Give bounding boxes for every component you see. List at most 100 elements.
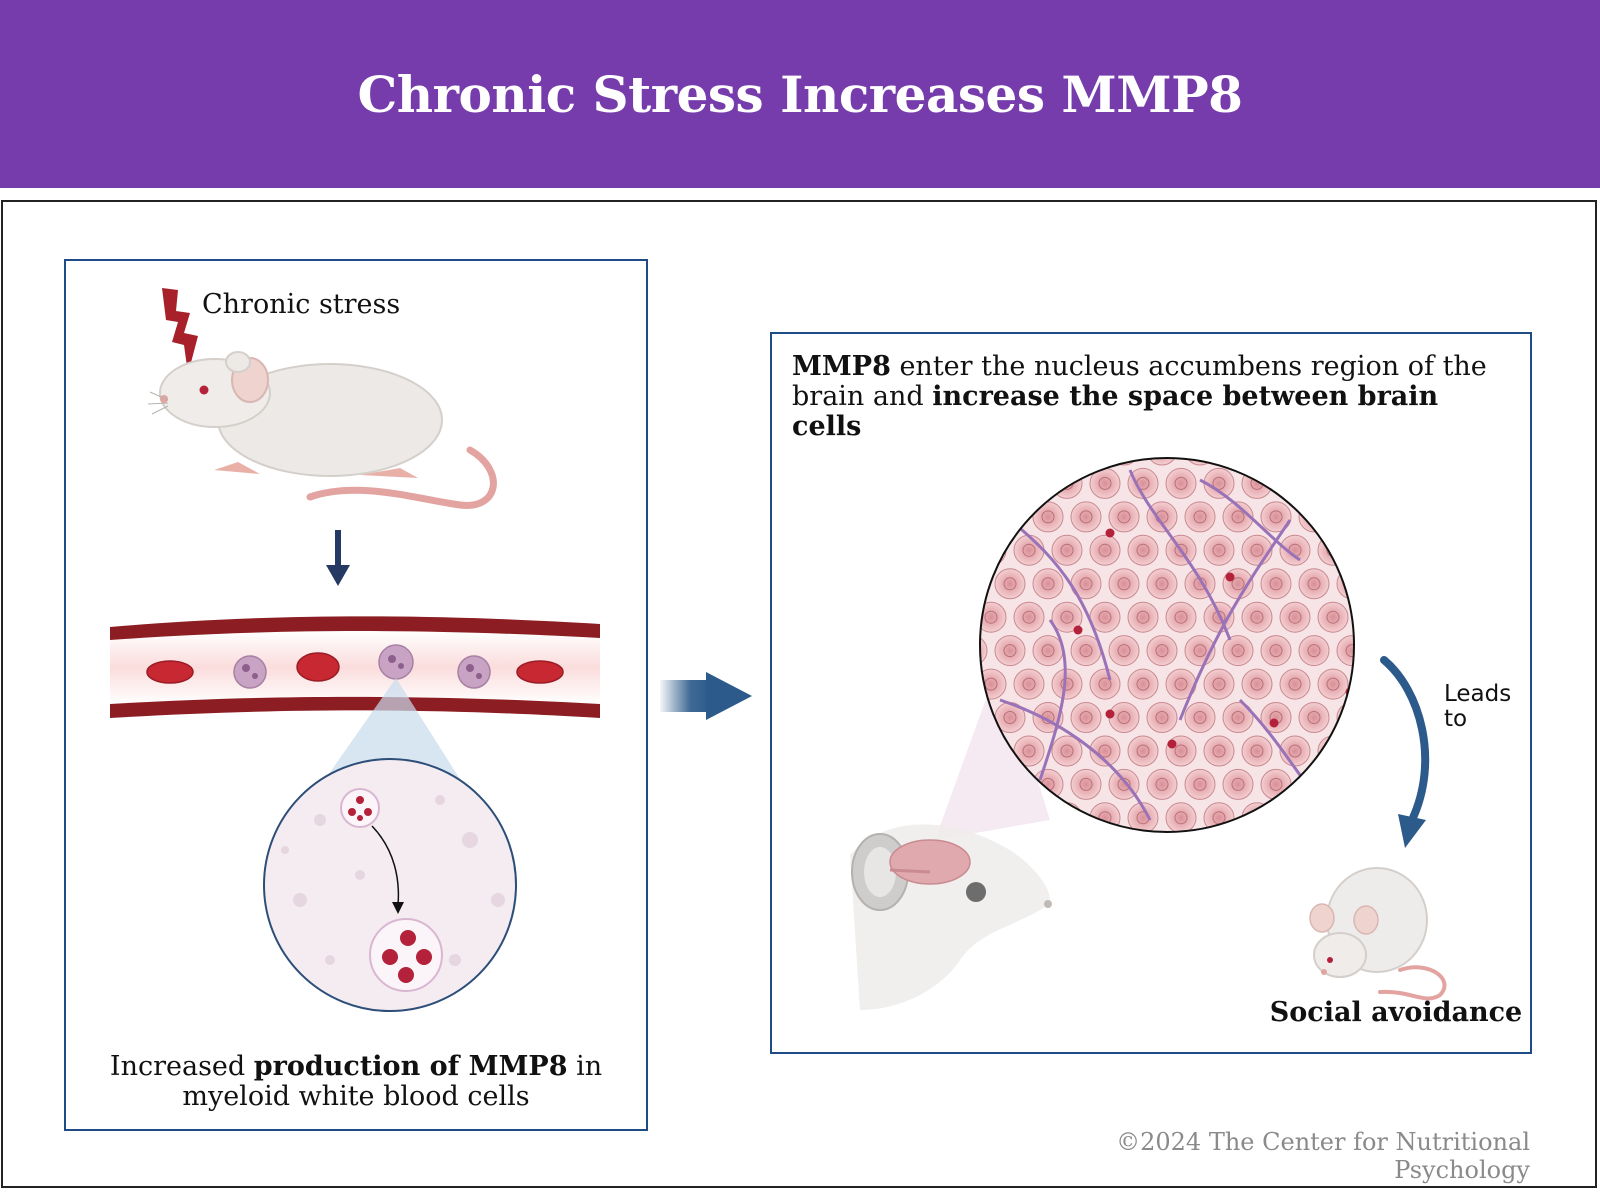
brain-cell <box>1203 668 1235 700</box>
brain-cell-nucleus <box>1231 510 1245 524</box>
brain-cell-nucleus <box>1003 510 1017 524</box>
outer-frame <box>1 200 1597 1188</box>
brain-cell <box>1317 802 1349 832</box>
down-arrow-icon <box>326 530 350 586</box>
brain-cell-nucleus <box>1098 543 1112 557</box>
brain-cell <box>1203 735 1235 767</box>
brain-cell <box>1013 467 1045 499</box>
brain-cell <box>1013 534 1045 566</box>
brain-cell-nucleus <box>1288 744 1302 758</box>
mouse-illustration <box>147 351 497 509</box>
brain-cell <box>1222 635 1254 667</box>
brain-cell-nucleus <box>1080 444 1092 456</box>
brain-cell <box>1127 668 1159 700</box>
brain-cell-nucleus <box>1250 543 1264 557</box>
blood-vessel-illustration <box>110 616 600 718</box>
brain-cell <box>1203 534 1235 566</box>
brain-cell <box>1013 668 1045 700</box>
brain-cell <box>1108 702 1140 733</box>
brain-cell-nucleus <box>1193 711 1207 724</box>
brain-cell <box>1222 501 1254 533</box>
brain-cell-nucleus <box>1308 444 1320 456</box>
brain-cell-nucleus <box>1269 510 1283 524</box>
brain-cell <box>1336 568 1354 600</box>
social-avoidance-label: Social avoidance <box>1269 997 1523 1028</box>
brain-cell <box>1127 601 1159 633</box>
brain-cell-nucleus <box>1345 777 1354 791</box>
brain-cell <box>1127 735 1159 767</box>
brain-cell <box>1222 768 1254 800</box>
brain-cell-nucleus <box>1060 811 1074 825</box>
brain-cell-nucleus <box>1250 610 1264 624</box>
brain-cell-nucleus <box>1118 444 1130 456</box>
mouse-head-illustration <box>850 824 1052 1010</box>
brain-cell-nucleus <box>1194 444 1206 456</box>
brain-cell <box>1165 467 1197 499</box>
brain-cell-nucleus <box>1155 577 1169 591</box>
brain-cell <box>1089 735 1121 767</box>
brain-cell-nucleus <box>1212 744 1226 758</box>
brain-cell <box>1241 534 1273 566</box>
mmp8-dot <box>1225 572 1235 582</box>
brain-cell-nucleus <box>1231 577 1245 591</box>
brain-cell <box>1336 702 1354 733</box>
brain-cell-nucleus <box>1346 444 1358 456</box>
brain-cell-nucleus <box>1307 510 1321 524</box>
brain-cell <box>1089 668 1121 700</box>
mmp8-dot <box>1105 709 1115 719</box>
right-arrow-icon <box>660 672 752 720</box>
brain-cell <box>1184 702 1216 733</box>
title-banner: Chronic Stress Increases MMP8 <box>0 0 1600 188</box>
brain-cell <box>1146 458 1178 466</box>
brain-cell-nucleus <box>1117 711 1131 724</box>
brain-cell <box>1279 601 1311 633</box>
brain-cell <box>1336 768 1354 800</box>
brain-cell-nucleus <box>1136 677 1150 691</box>
brain-cell-nucleus <box>1136 610 1150 624</box>
brain-cell-nucleus <box>1098 476 1112 490</box>
brain-cell <box>1070 768 1102 800</box>
brain-cell-nucleus <box>1079 577 1093 591</box>
brain-cell-nucleus <box>1174 543 1188 557</box>
brain-cell-nucleus <box>1345 711 1354 724</box>
neural-fiber <box>1199 478 1301 562</box>
brain-cell-nucleus <box>1174 744 1188 758</box>
brain-cell <box>1108 568 1140 600</box>
brain-cell-nucleus <box>1193 510 1207 524</box>
brain-cell <box>1279 802 1311 832</box>
brain-cell-nucleus <box>1270 444 1282 456</box>
brain-cell <box>1298 635 1330 667</box>
brain-cell-nucleus <box>1060 744 1074 758</box>
brain-cell-nucleus <box>1079 644 1093 658</box>
brain-cell-nucleus <box>1174 677 1188 691</box>
brain-cell <box>1241 802 1273 832</box>
brain-cell-nucleus <box>1269 577 1283 591</box>
curved-arrow-icon <box>1380 656 1430 848</box>
brain-cell <box>1279 467 1311 499</box>
brain-cell-nucleus <box>1003 577 1017 591</box>
brain-cell <box>1241 668 1273 700</box>
brain-cell-nucleus <box>984 543 998 557</box>
brain-cell-nucleus <box>1136 543 1150 557</box>
brain-cell-nucleus <box>1155 711 1169 724</box>
brain-cell <box>1051 534 1083 566</box>
right-caption: MMP8 enter the nucleus accumbens region … <box>792 351 1487 442</box>
brain-cell-nucleus <box>1117 510 1131 524</box>
brain-cell <box>1184 458 1216 466</box>
brain-cell <box>1298 568 1330 600</box>
brain-cell-nucleus <box>1003 644 1017 658</box>
brain-cell-nucleus <box>1288 610 1302 624</box>
mmp8-dot <box>1105 528 1115 538</box>
brain-cell-nucleus <box>1250 677 1264 691</box>
brain-cell-nucleus <box>1193 777 1207 791</box>
brain-cell-nucleus <box>1136 744 1150 758</box>
brain-cell <box>1146 501 1178 533</box>
brain-cell <box>1184 501 1216 533</box>
brain-cell-nucleus <box>1117 577 1131 591</box>
lightning-bolt-icon <box>162 288 198 374</box>
brain-cell-nucleus <box>984 476 998 490</box>
brain-cell <box>1336 635 1354 667</box>
brain-cell <box>1317 467 1349 499</box>
brain-cell <box>980 501 988 533</box>
